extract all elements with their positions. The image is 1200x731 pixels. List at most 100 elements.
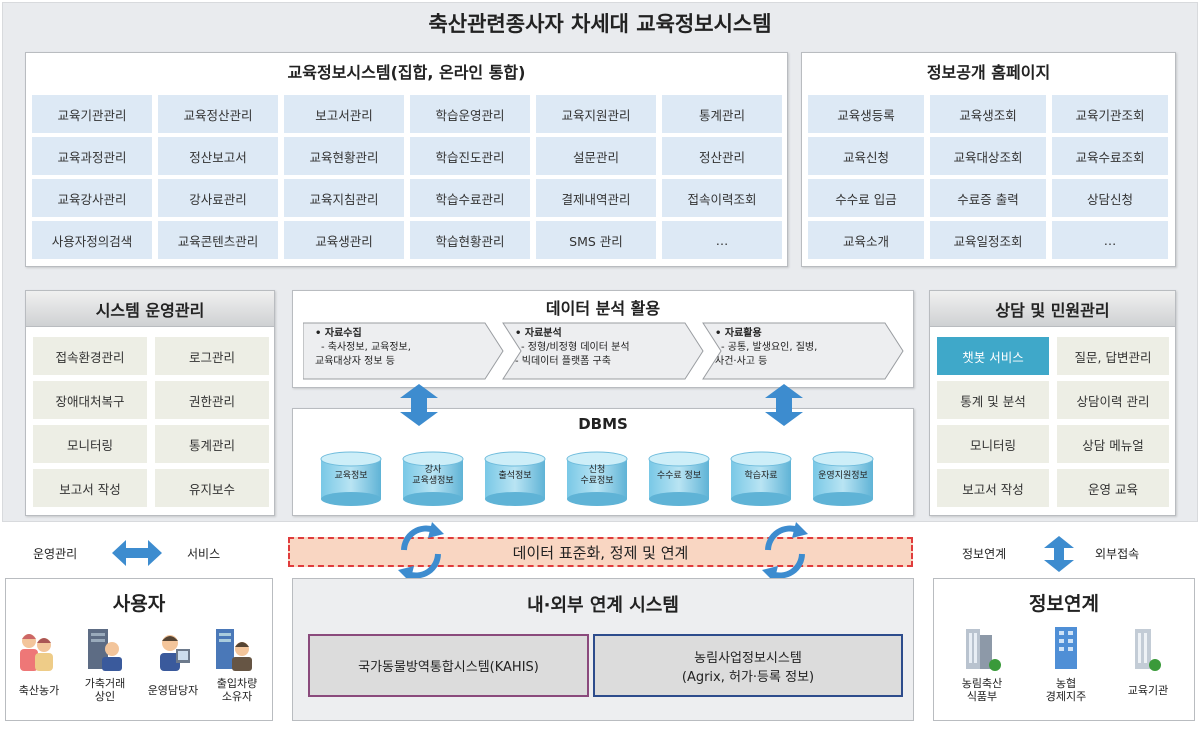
- infolink-label-line2: 경제지주: [1045, 690, 1087, 703]
- counsel-cell: 보고서 작성: [937, 469, 1049, 507]
- standardization-label: 데이터 표준화, 정제 및 연계: [512, 543, 689, 562]
- dbms-cylinder: 수수료 정보: [647, 451, 711, 507]
- homepage-cell: 수수료 입금: [808, 179, 924, 217]
- edu-cell: 교육지원관리: [536, 95, 656, 133]
- dbms-cylinder-label-line1: 교육정보: [334, 471, 368, 481]
- edu-institution-icon: [1135, 629, 1161, 671]
- integration-panel: 내·외부 연계 시스템 국가동물방역통합시스템(KAHIS) 농림사업정보시스템…: [292, 578, 914, 721]
- dbms-cylinder-label-line2: 교육생정보: [412, 476, 454, 486]
- edu-cell: …: [662, 221, 782, 259]
- sysops-cell: 접속환경관리: [33, 337, 147, 375]
- edu-cell: 접속이력조회: [662, 179, 782, 217]
- homepage-cell: 수료증 출력: [930, 179, 1046, 217]
- edu-cell: 결제내역관리: [536, 179, 656, 217]
- counsel-cell: 통계 및 분석: [937, 381, 1049, 419]
- sysops-cell: 유지보수: [155, 469, 269, 507]
- integration-title: 내·외부 연계 시스템: [527, 595, 679, 616]
- vehicle-owner-icon: [216, 629, 252, 671]
- user-label: 운영담당자: [142, 684, 204, 697]
- edu-cell: 학습수료관리: [410, 179, 530, 217]
- user-label-line1: 운영담당자: [147, 684, 199, 697]
- homepage-cell: 교육생등록: [808, 95, 924, 133]
- dbms-cylinder: 학습자료: [729, 451, 793, 507]
- sysops-title: 시스템 운영관리: [26, 291, 274, 327]
- page-title: 축산관련종사자 차세대 교육정보시스템: [428, 12, 772, 36]
- counsel-cell: 상담 메뉴얼: [1057, 425, 1169, 463]
- standardization-bar: 데이터 표준화, 정제 및 연계: [288, 537, 913, 567]
- analysis-title: 데이터 분석 활용: [545, 299, 661, 318]
- dbms-cylinder-label: 학습자료: [729, 471, 793, 482]
- operator-icon: [160, 635, 190, 671]
- user-label: 축산농가: [8, 684, 70, 697]
- analysis-dbms-arrow-left: [400, 384, 438, 426]
- user-label-line2: 소유자: [221, 690, 253, 703]
- dbms-cylinder-label: 출석정보: [483, 471, 547, 482]
- user-label-line2: 상인: [94, 690, 116, 703]
- user-label-line1: 출입차량: [216, 677, 258, 690]
- analysis-step-line2: 사건·사고 등: [715, 356, 768, 367]
- analysis-step-head: • 자료분석: [515, 328, 562, 339]
- edu-cell: 학습진도관리: [410, 137, 530, 175]
- dbms-cylinder: 운영지원정보: [811, 451, 875, 507]
- link-right-arrow: [1044, 536, 1074, 572]
- ministry-building-icon: [966, 629, 1001, 671]
- edu-cell: SMS 관리: [536, 221, 656, 259]
- edu-cell: 학습운영관리: [410, 95, 530, 133]
- edu-cell: 보고서관리: [284, 95, 404, 133]
- dbms-cylinder-label-line1: 학습자료: [744, 471, 778, 481]
- infolink-title: 정보연계: [1029, 593, 1099, 615]
- link-left-a: 운영관리: [33, 547, 78, 561]
- analysis-dbms-arrow-right: [765, 384, 803, 426]
- farmer-icon: [20, 634, 53, 671]
- sysops-cell: 장애대처복구: [33, 381, 147, 419]
- kahis-label: 국가동물방역통합시스템(KAHIS): [358, 660, 539, 675]
- infolink-label: 교육기관: [1116, 684, 1180, 697]
- analysis-step-line1: - 축사정보, 교육정보,: [321, 342, 411, 353]
- analysis-step-arrow-2: [502, 322, 704, 380]
- link-right-a: 정보연계: [962, 547, 1007, 561]
- dbms-cylinder-label-line1: 강사: [424, 465, 442, 475]
- infolink-label-line1: 농림축산: [961, 677, 1003, 690]
- edu-cell: 교육생관리: [284, 221, 404, 259]
- edu-cell: 교육과정관리: [32, 137, 152, 175]
- counsel-title: 상담 및 민원관리: [930, 291, 1175, 327]
- link-left-b: 서비스: [187, 547, 221, 561]
- analysis-step-line1: - 정형/비정형 데이터 분석: [521, 342, 630, 353]
- edu-system-title: 교육정보시스템(집합, 온라인 통합): [287, 63, 526, 82]
- kahis-box: 국가동물방역통합시스템(KAHIS): [308, 634, 589, 697]
- dbms-cylinder: 교육정보: [319, 451, 383, 507]
- analysis-step-head: • 자료수집: [315, 328, 362, 339]
- edu-cell: 교육현황관리: [284, 137, 404, 175]
- user-label-line1: 가축거래: [84, 677, 126, 690]
- counsel-cell: 운영 교육: [1057, 469, 1169, 507]
- homepage-cell: 교육신청: [808, 137, 924, 175]
- analysis-step-head: • 자료활용: [715, 328, 762, 339]
- analysis-panel: 데이터 분석 활용 • 자료수집- 축사정보, 교육정보,교육대상자 정보 등•…: [292, 290, 914, 388]
- edu-cell: 설문관리: [536, 137, 656, 175]
- analysis-step-line1: - 공통, 발생요인, 질병,: [721, 342, 818, 353]
- edu-cell: 정산관리: [662, 137, 782, 175]
- edu-cell: 강사료관리: [158, 179, 278, 217]
- agrix-label-1: 농림사업정보시스템: [694, 650, 802, 666]
- dbms-cylinder-label-line1: 운영지원정보: [818, 471, 868, 481]
- infolink-label-line2: 식품부: [966, 690, 998, 703]
- nh-building-icon: [1055, 627, 1077, 669]
- sync-icon-left: [398, 522, 444, 582]
- analysis-step-line2: - 빅데이터 플랫폼 구축: [515, 356, 611, 367]
- dbms-cylinder: 출석정보: [483, 451, 547, 507]
